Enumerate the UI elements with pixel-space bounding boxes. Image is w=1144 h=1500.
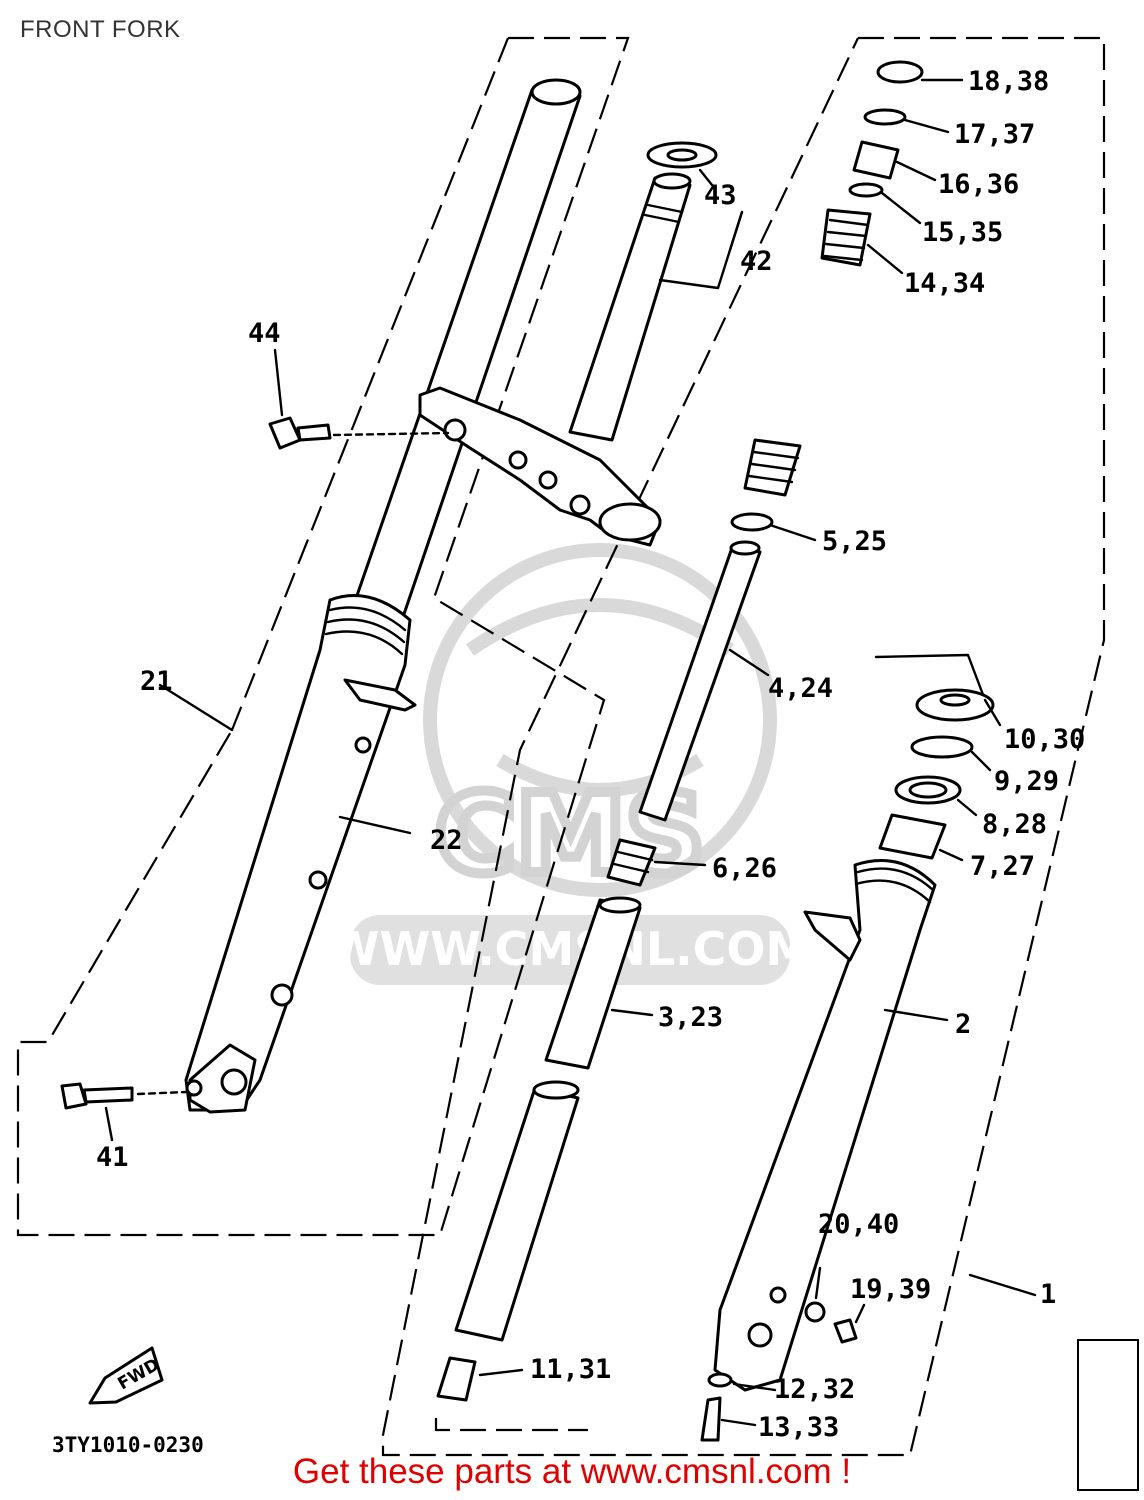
ring-5 [730,512,774,532]
fwd-arrow: FWD [88,1346,164,1405]
damper-rod-4 [638,540,762,822]
callout-20-40: 20,40 [818,1209,899,1240]
bracket-callout-4-24 [874,653,987,702]
spacer-16 [852,140,900,180]
seal-10 [915,688,995,722]
callout-7-27: 7,27 [970,851,1035,882]
tube-3 [544,896,642,1070]
steering-stem [568,172,692,442]
footer-link[interactable]: Get these parts at www.cmsnl.com ! [292,1452,852,1491]
callout-18-38: 18,38 [968,66,1049,97]
callout-4-24: 4,24 [768,673,833,704]
page-title: FRONT FORK [20,16,181,43]
callout-19-39: 19,39 [850,1274,931,1305]
clip-9 [910,735,974,759]
callout-41: 41 [96,1142,129,1173]
callout-21: 21 [140,666,173,697]
callout-22: 22 [430,825,463,856]
callout-17-37: 17,37 [954,119,1035,150]
bolt-44 [268,416,450,450]
under-bracket [418,386,662,547]
bolt-13 [700,1396,722,1442]
callout-2: 2 [955,1009,971,1040]
spring-upper [743,208,872,497]
oil-lock-piece-11 [436,1356,477,1402]
gasket-12 [707,1372,733,1388]
callout-12-32: 12,32 [774,1374,855,1405]
washer-15 [848,182,884,198]
callout-14-34: 14,34 [904,268,985,299]
axle-pinch-bolt-41 [60,1082,188,1110]
callout-43: 43 [704,180,737,211]
catalog-code: 3TY1010-0230 [52,1433,204,1457]
callout-8-28: 8,28 [982,809,1047,840]
callout-11-31: 11,31 [530,1354,611,1385]
callout-3-23: 3,23 [658,1002,723,1033]
callout-5-25: 5,25 [822,526,887,557]
callout-labels: 18,38 17,37 16,36 15,35 14,34 43 42 44 5… [52,66,1085,1457]
bushing-7 [878,813,947,860]
callout-1: 1 [1040,1279,1056,1310]
leader-lines [104,78,1037,1427]
callout-16-36: 16,36 [938,169,1019,200]
inner-tube-lower [454,1080,580,1342]
callout-9-29: 9,29 [994,766,1059,797]
callout-10-30: 10,30 [1004,724,1085,755]
callout-6-26: 6,26 [712,853,777,884]
circlip-17 [863,108,907,126]
spring-6 [606,838,657,887]
corner-frame [1077,1339,1139,1491]
cap-bolt-18 [876,60,924,84]
drain-bolt-19 [833,1318,858,1344]
callout-15-35: 15,35 [922,217,1003,248]
assembly-boundary-left [16,36,630,1237]
watermark-url: WWW.CMSNL.COM [329,922,812,976]
left-outer-tube [184,594,417,1114]
assembly-boundary-right [381,36,1106,1457]
drain-washer-20 [769,1286,826,1323]
left-inner-tube [350,78,582,622]
oil-seal-8 [894,775,962,805]
bearing-43 [646,141,718,169]
callout-44: 44 [248,318,281,349]
callout-42: 42 [740,246,773,277]
callout-13-33: 13,33 [758,1412,839,1443]
